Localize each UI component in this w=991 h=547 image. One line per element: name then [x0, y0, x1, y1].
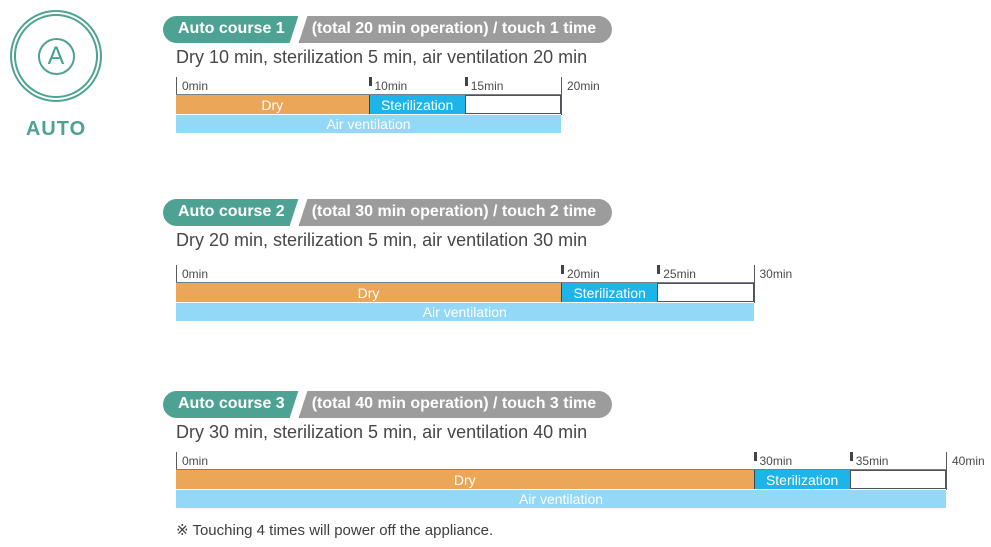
course-badge-details: (total 40 min operation) / touch 3 time: [299, 391, 613, 418]
timeline-end-line: [946, 452, 947, 490]
tick-label: 15min: [470, 79, 504, 93]
course-badge-details: (total 30 min operation) / touch 2 time: [299, 199, 613, 226]
phase-segment-dry: Dry: [176, 283, 561, 302]
phase-segment-idle: [464, 95, 561, 114]
tick-label: 10min: [374, 79, 408, 93]
air-ventilation-label: Air ventilation: [422, 304, 507, 320]
tick-label: 30min: [759, 454, 793, 468]
course-badge-name: Auto course 3: [163, 391, 302, 418]
tick-label: 20min: [567, 267, 600, 281]
timeline-end-line: [561, 77, 562, 115]
course-badge-name: Auto course 1: [163, 16, 302, 43]
phase-segment-idle: [849, 470, 946, 489]
tick-mark: [368, 77, 372, 86]
course-badge-details: (total 20 min operation) / touch 1 time: [299, 16, 613, 43]
tick-mark: [464, 77, 468, 86]
timeline-end-line: [753, 265, 755, 303]
timeline-ruler: 0min 10min 15min 20min: [176, 77, 600, 94]
tick-label: 0min: [182, 267, 209, 281]
letter-a-icon: A: [37, 37, 75, 75]
phase-segment-dry: Dry: [176, 95, 369, 114]
auto-icon: A: [10, 10, 102, 102]
tick-mark: [561, 265, 564, 274]
course-badge-pill: Auto course 2 (total 30 min operation) /…: [163, 199, 613, 226]
phase-segment-sterilization: Sterilization: [561, 283, 658, 302]
air-ventilation-label: Air ventilation: [518, 491, 604, 507]
course-section: Auto course 2 (total 30 min operation) /…: [163, 199, 792, 321]
course-section: Auto course 3 (total 40 min operation) /…: [163, 391, 985, 508]
tick-label: 30min: [759, 267, 793, 281]
timeline-ruler: 0min 30min 35min 40min: [176, 452, 985, 469]
course-subtitle: Dry 10 min, sterilization 5 min, air ven…: [176, 47, 588, 67]
air-ventilation-bar: Air ventilation: [176, 303, 754, 321]
auto-icon-inner-ring: [14, 14, 98, 98]
tick-mark: [753, 452, 757, 461]
tick-label: 0min: [182, 79, 209, 93]
tick-label: 0min: [182, 454, 209, 468]
phase-segment-sterilization: Sterilization: [753, 470, 850, 489]
air-ventilation-bar: Air ventilation: [176, 490, 946, 508]
air-ventilation-label: Air ventilation: [326, 116, 411, 132]
tick-mark: [657, 265, 661, 274]
phase-segment-dry: Dry: [176, 470, 754, 489]
course-subtitle: Dry 20 min, sterilization 5 min, air ven…: [176, 230, 588, 250]
tick-label: 20min: [567, 79, 600, 93]
tick-label: 40min: [952, 454, 985, 468]
phase-segment-sterilization: Sterilization: [368, 95, 465, 114]
tick-label: 35min: [855, 454, 889, 468]
tick-label: 25min: [663, 267, 696, 281]
timeline-ruler: 0min 20min 25min 30min: [176, 265, 792, 282]
auto-label: AUTO: [25, 118, 87, 140]
footnote: ※ Touching 4 times will power off the ap…: [176, 522, 494, 539]
course-section: Auto course 1 (total 20 min operation) /…: [163, 16, 613, 133]
auto-mode-badge: A AUTO: [8, 10, 104, 141]
air-ventilation-bar: Air ventilation: [176, 115, 561, 133]
course-badge-pill: Auto course 1 (total 20 min operation) /…: [163, 16, 613, 43]
phase-segment-idle: [657, 283, 754, 302]
course-badge-pill: Auto course 3 (total 40 min operation) /…: [163, 391, 613, 418]
course-subtitle: Dry 30 min, sterilization 5 min, air ven…: [176, 422, 588, 442]
course-badge-name: Auto course 2: [163, 199, 302, 226]
tick-mark: [849, 452, 853, 461]
